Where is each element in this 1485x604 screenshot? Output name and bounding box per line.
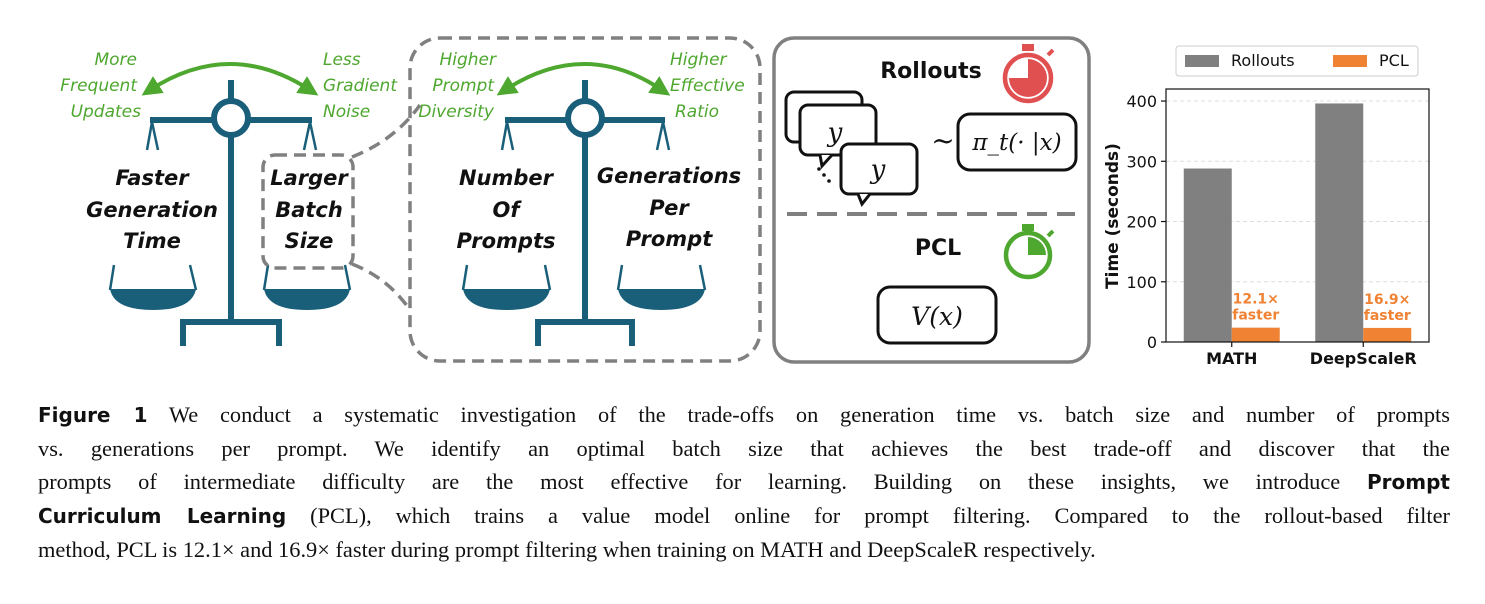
caption-text-1: We conduct a systematic investigation of… [168,402,1450,427]
x-tick-label-0: MATH [1206,349,1257,368]
right-pan-left-label-1: Number [459,166,555,190]
right-scale-pan-right [618,289,705,310]
left-scale-pan-right [264,289,350,310]
chart-x-ticks: MATH DeepScaleR [1206,342,1417,368]
caption-bold-prompt: Prompt [1367,470,1450,494]
left-tradeoff-arrow [141,62,319,96]
y-tick-label-3: 300 [1126,152,1157,171]
left-scale-structure [108,80,352,346]
left-arrow-left-label-1: More [94,50,137,70]
sampling-tilde: ~ [931,124,954,157]
value-formula-box [876,285,998,345]
left-arrow-left-label-2: Frequent [60,76,138,96]
left-arrow-right-label-1: Less [323,50,361,70]
right-arrow-right-label-1: Higher [670,50,728,70]
annotation-deepscaler-1: faster [1364,308,1411,324]
zoomed-balance-scale: Higher Prompt Diversity Higher Effective… [408,36,762,363]
chart-legend: Rollouts PCL [1175,45,1419,77]
caption-line-1: Figure 1 We conduct a systematic investi… [38,398,1450,432]
left-arrow-left-label-3: Updates [71,102,142,122]
right-pan-right-label-3: Prompt [626,227,713,251]
figure-caption: Figure 1 We conduct a systematic investi… [38,398,1450,566]
bar-rollouts-deepscaler [1315,103,1364,342]
right-arrow-right-label-3: Ratio [675,102,719,122]
left-arrow-right-label-3: Noise [323,102,370,122]
legend-swatch-rollouts [1185,55,1219,67]
zoom-connector-bottom [351,262,412,311]
annotation-math-1: faster [1232,308,1279,324]
caption-line-4: Curriculum Learning (PCL), which trains … [38,499,1450,533]
policy-formula: π_t(· |x) [971,130,1061,156]
bar-pcl-math [1231,327,1280,342]
left-pan-right-label-3: Size [285,229,334,253]
rollout-sample-y-2: y [870,155,886,185]
methods-panel-frame [772,36,1091,364]
annotation-math-0: 12.1× [1233,292,1279,308]
figure-graphic: More Frequent Updates Less Gradient Nois… [60,36,1430,368]
zoom-dashed-frame [408,36,762,363]
value-formula: V(x) [911,302,963,331]
caption-text-4: (PCL), which trains a value model online… [310,503,1450,528]
legend-swatch-pcl [1333,55,1367,67]
caption-line-5: method, PCL is 12.1× and 16.9× faster du… [38,537,1096,562]
right-arrow-left-label-1: Higher [439,50,497,70]
rollout-sample-y-1: y [827,118,843,148]
right-pan-left-label-3: Prompts [457,229,556,253]
y-tick-label-4: 400 [1126,92,1157,111]
right-arrow-right-label-2: Effective [670,76,745,96]
chart-y-ticks: 0 100 200 300 400 [1126,92,1166,352]
y-tick-label-2: 200 [1126,213,1157,232]
left-pan-left-label-2: Generation [86,198,218,222]
left-scale-pan-left [110,289,196,310]
right-tradeoff-arrow [496,62,671,96]
stopwatch-green-icon [1003,224,1055,280]
right-scale-structure [461,80,707,346]
caption-line-3: prompts of intermediate difficulty are t… [38,465,1450,499]
legend-frame [1175,45,1419,77]
left-arrow-right-label-2: Gradient [323,76,398,96]
legend-label-rollouts: Rollouts [1231,51,1295,70]
right-arrow-left-label-2: Prompt [432,76,495,96]
zoom-connector-top [351,103,422,159]
left-pan-right-label-2: Batch [275,198,343,222]
right-scale-pan-left [463,289,550,310]
bar-rollouts-math [1183,168,1232,342]
left-balance-scale: More Frequent Updates Less Gradient Nois… [60,50,422,346]
x-tick-label-1: DeepScaleR [1310,349,1417,368]
chart-plot-frame [1165,88,1430,343]
caption-text-3: prompts of intermediate difficulty are t… [38,469,1341,494]
chart-bars [1183,103,1412,342]
policy-formula-box [956,112,1078,172]
right-pan-right-label-1: Generations [597,164,741,188]
right-pan-right-label-2: Per [649,196,690,220]
methods-panel: Rollouts y y ~ π_t(· |x) PCL [772,36,1091,364]
legend-label-pcl: PCL [1379,51,1409,70]
y-tick-label-0: 0 [1147,333,1157,352]
pcl-title: PCL [915,236,961,261]
left-pan-right-label-1: Larger [270,166,349,190]
caption-figure-label: Figure 1 [38,403,148,427]
left-pan-left-label-1: Faster [115,166,190,190]
annotation-deepscaler-0: 16.9× [1364,292,1410,308]
rollout-samples-icon: y y [784,90,919,207]
bar-pcl-deepscaler [1363,327,1412,342]
right-pan-left-label-2: Of [493,198,523,222]
rollouts-title: Rollouts [880,59,982,84]
stopwatch-red-icon [1002,44,1055,104]
caption-bold-curriculum: Curriculum Learning [38,504,287,528]
left-pan-left-label-3: Time [123,229,181,253]
y-tick-label-1: 100 [1126,273,1157,292]
chart-y-axis-label: Time (seconds) [1103,143,1123,289]
caption-line-2: vs. generations per prompt. We identify … [38,436,1450,461]
right-arrow-left-label-3: Diversity [418,102,495,122]
